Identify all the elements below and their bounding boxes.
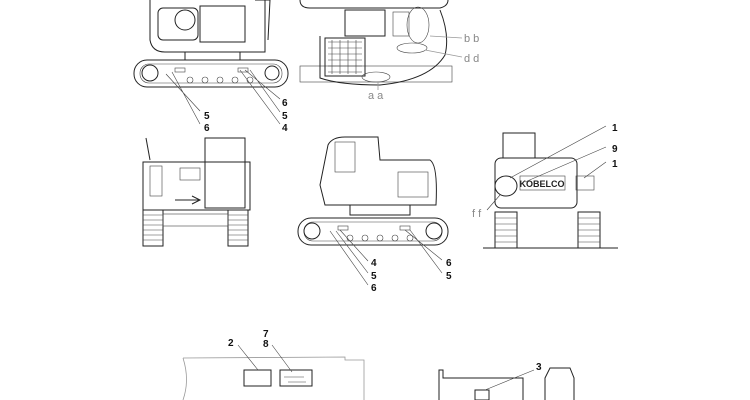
panel-detail-bottom-left [182,344,365,400]
excavator-side-view-top-left [133,0,289,125]
callout-label: 7 [263,329,269,340]
callout-label: 4 [282,123,288,134]
excavator-rear-view: KOBELCO [483,125,618,249]
kobelco-logo: KOBELCO [520,179,565,189]
callout-label: 8 [263,339,269,350]
callout-label: 1 [612,123,618,134]
callout-label: f f [472,208,482,220]
callout-label: 1 [612,159,618,170]
callout-label: 5 [282,111,288,122]
excavator-top-view [299,0,463,90]
callout-label: b b [464,33,479,45]
callout-label: 5 [371,271,377,282]
callout-label: d d [464,53,479,65]
callout-label: 6 [371,283,377,294]
tank-detail-bottom-right [438,367,575,400]
callout-label: 6 [446,258,452,269]
callout-label: 2 [228,338,234,349]
callout-label: 6 [282,98,288,109]
callout-label: 5 [204,111,210,122]
excavator-front-view [142,137,251,247]
callout-label: a a [368,90,384,102]
callout-label: 4 [371,258,377,269]
callout-label: 9 [612,144,618,155]
callout-label: 6 [204,123,210,134]
callout-label: 3 [536,362,542,373]
callout-label: 5 [446,271,452,282]
excavator-side-view-middle [297,136,449,286]
